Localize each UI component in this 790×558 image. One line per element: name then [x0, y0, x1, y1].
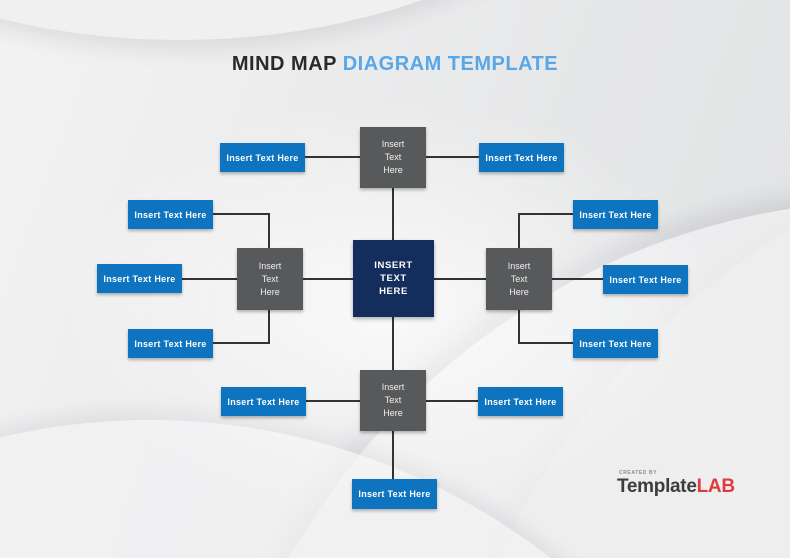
logo-word-lab: LAB: [696, 476, 735, 497]
branch-node-line: Here: [260, 286, 280, 297]
leaf-node-right-middle[interactable]: Insert Text Here: [603, 265, 688, 294]
leaf-node-left-lower[interactable]: Insert Text Here: [128, 329, 213, 358]
branch-node-line: Here: [383, 408, 403, 418]
leaf-node-right-lower[interactable]: Insert Text Here: [573, 329, 658, 358]
branch-node-line: Insert: [507, 260, 531, 271]
branch-node-top[interactable]: Insert Text Here: [360, 127, 426, 188]
branch-node-left[interactable]: Insert Text Here: [237, 248, 303, 310]
leaf-node-top-left[interactable]: Insert Text Here: [220, 143, 305, 172]
connector-elbow: [518, 213, 573, 249]
leaf-node-top-right[interactable]: Insert Text Here: [479, 143, 564, 172]
logo-created-by-text: CREATED BY: [619, 470, 658, 476]
branch-node-line: Text: [510, 273, 528, 284]
center-node-line: HERE: [379, 286, 408, 297]
connector-elbow: [213, 309, 270, 344]
branch-node-line: Here: [383, 165, 403, 175]
center-node-line: TEXT: [380, 273, 407, 284]
branch-node-line: Text: [384, 395, 402, 405]
logo-word-template: Template: [617, 476, 697, 497]
leaf-node-left-upper[interactable]: Insert Text Here: [128, 200, 213, 229]
page-title-primary: MIND MAP: [231, 53, 337, 75]
branch-node-bottom[interactable]: Insert Text Here: [360, 370, 426, 431]
page-title: MIND MAP DIAGRAM TEMPLATE: [0, 53, 790, 76]
center-node-line: INSERT: [374, 260, 413, 271]
background-swoosh: [0, 0, 680, 40]
branch-node-right[interactable]: Insert Text Here: [486, 248, 552, 310]
logo-wordmark: TemplateLAB: [617, 477, 735, 497]
page-title-accent: DIAGRAM TEMPLATE: [342, 53, 559, 75]
branch-node-line: Insert: [381, 382, 405, 392]
branch-node-line: Insert: [258, 260, 282, 271]
branch-node-line: Here: [509, 286, 529, 297]
connector-elbow: [518, 309, 573, 344]
templatelab-logo: CREATED BY TemplateLAB: [617, 470, 735, 497]
leaf-node-bottom-center[interactable]: Insert Text Here: [352, 479, 437, 509]
branch-node-line: Insert: [381, 139, 405, 149]
leaf-node-bottom-left[interactable]: Insert Text Here: [221, 387, 306, 416]
branch-node-line: Text: [384, 152, 402, 162]
leaf-node-bottom-right[interactable]: Insert Text Here: [478, 387, 563, 416]
leaf-node-left-middle[interactable]: Insert Text Here: [97, 264, 182, 293]
connector-elbow: [213, 213, 270, 249]
center-node[interactable]: INSERT TEXT HERE: [353, 240, 434, 317]
branch-node-line: Text: [261, 273, 279, 284]
leaf-node-right-upper[interactable]: Insert Text Here: [573, 200, 658, 229]
